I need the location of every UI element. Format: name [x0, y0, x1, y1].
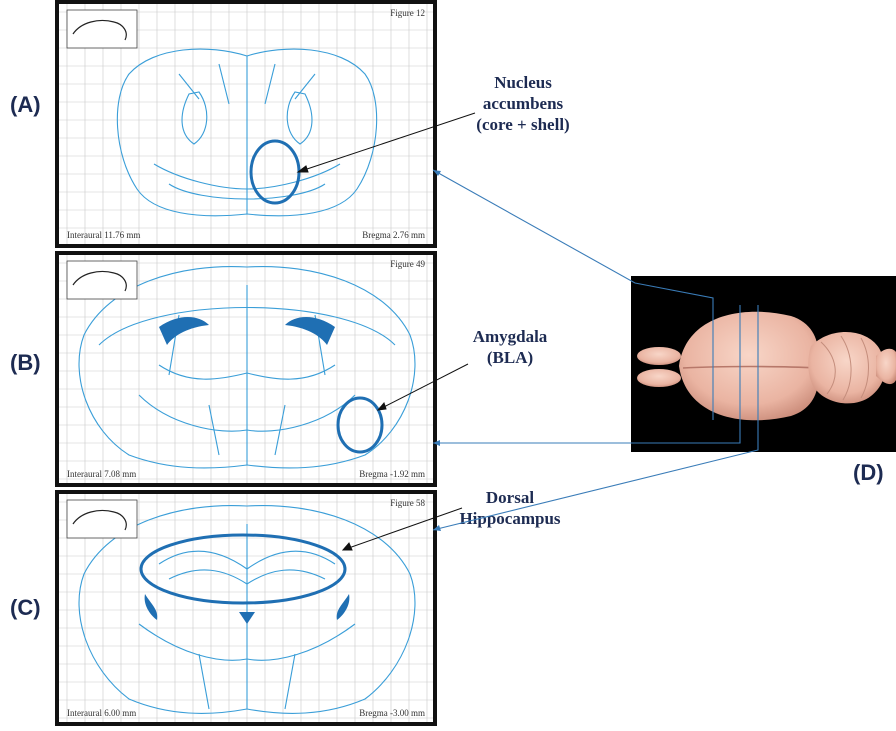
olfactory-bulbs	[637, 347, 681, 387]
figure-number-b: Figure 49	[390, 259, 425, 269]
callout-nucleus-accumbens: Nucleus accumbens (core + shell)	[448, 72, 598, 135]
callout-amygdala: Amygdala (BLA)	[450, 326, 570, 368]
atlas-drawing-b	[59, 255, 433, 483]
callout-a-line-2: accumbens	[448, 93, 598, 114]
panel-label-a: (A)	[10, 92, 41, 118]
callout-a-line-1: Nucleus	[448, 72, 598, 93]
figure-number-a: Figure 12	[390, 8, 425, 18]
brain-outline-a	[117, 49, 376, 216]
atlas-drawing-c	[59, 494, 433, 722]
callout-b-line-2: (BLA)	[450, 347, 570, 368]
panel-label-d: (D)	[853, 460, 884, 486]
atlas-drawing-a	[59, 4, 433, 244]
interaural-b: Interaural 7.08 mm	[67, 469, 136, 479]
callout-b-line-1: Amygdala	[450, 326, 570, 347]
whole-brain-photo	[631, 276, 896, 452]
cerebellum	[808, 332, 885, 403]
panel-label-c: (C)	[10, 595, 41, 621]
callout-a-line-3: (core + shell)	[448, 114, 598, 135]
callout-c-line-2: Hippocampus	[440, 508, 580, 529]
bregma-a: Bregma 2.76 mm	[362, 230, 425, 240]
callout-dorsal-hippocampus: Dorsal Hippocampus	[440, 487, 580, 529]
bregma-c: Bregma -3.00 mm	[359, 708, 425, 718]
callout-c-line-1: Dorsal	[440, 487, 580, 508]
atlas-section-c: Figure 58 Interaural 6.00 mm Bregma -3.0…	[55, 490, 437, 726]
atlas-section-b: Figure 49 Interaural 7.08 mm Bregma -1.9…	[55, 251, 437, 487]
figure-number-c: Figure 58	[390, 498, 425, 508]
interaural-c: Interaural 6.00 mm	[67, 708, 136, 718]
bregma-b: Bregma -1.92 mm	[359, 469, 425, 479]
panel-label-b: (B)	[10, 350, 41, 376]
atlas-section-a: Figure 12 Interaural 11.76 mm Bregma 2.7…	[55, 0, 437, 248]
brain-illustration	[631, 276, 896, 452]
interaural-a: Interaural 11.76 mm	[67, 230, 140, 240]
cerebral-hemispheres	[679, 312, 818, 421]
